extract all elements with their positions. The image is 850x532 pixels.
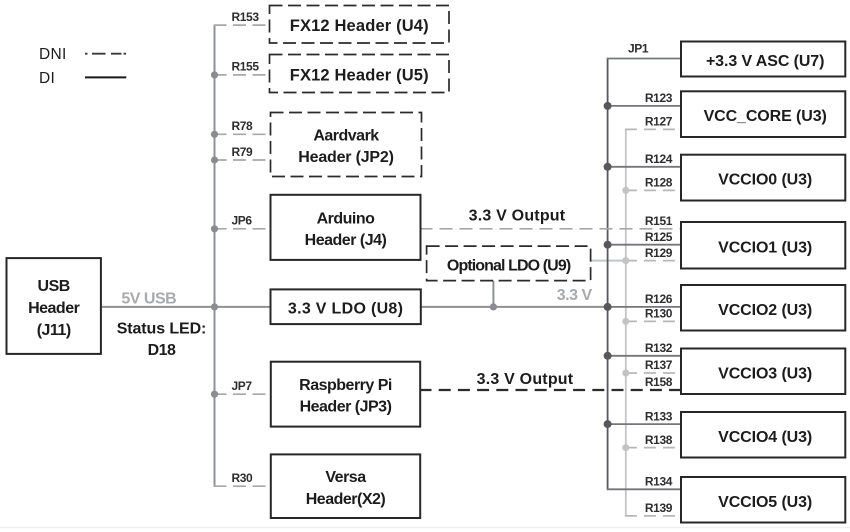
svg-text:VCCIO0 (U3): VCCIO0 (U3) <box>718 172 812 189</box>
svg-text:Header (JP2): Header (JP2) <box>298 149 393 166</box>
svg-text:DNI: DNI <box>39 46 67 63</box>
svg-text:Raspberry Pi: Raspberry Pi <box>299 377 392 394</box>
svg-text:3.3 V LDO (U8): 3.3 V LDO (U8) <box>288 301 403 318</box>
svg-text:R133: R133 <box>645 409 673 423</box>
svg-text:R127: R127 <box>645 115 673 129</box>
svg-text:R128: R128 <box>645 176 673 190</box>
svg-text:R138: R138 <box>645 433 673 447</box>
svg-text:D18: D18 <box>148 342 176 359</box>
svg-text:R124: R124 <box>645 152 673 166</box>
svg-text:R153: R153 <box>232 10 260 24</box>
svg-text:R137: R137 <box>645 358 673 372</box>
svg-text:JP6: JP6 <box>232 214 253 228</box>
svg-text:Optional LDO (U9): Optional LDO (U9) <box>447 257 571 274</box>
svg-text:R129: R129 <box>645 246 673 260</box>
svg-text:R134: R134 <box>645 475 673 489</box>
svg-text:R125: R125 <box>645 230 673 244</box>
svg-text:5V USB: 5V USB <box>121 291 176 308</box>
svg-text:JP7: JP7 <box>232 379 253 393</box>
svg-text:R30: R30 <box>232 471 254 485</box>
svg-text:Versa: Versa <box>325 469 366 486</box>
svg-text:VCC_CORE (U3): VCC_CORE (U3) <box>704 108 827 125</box>
svg-text:R123: R123 <box>645 91 673 105</box>
svg-text:Arduino: Arduino <box>317 210 376 227</box>
svg-text:R132: R132 <box>645 341 673 355</box>
svg-text:+3.3 V ASC (U7): +3.3 V ASC (U7) <box>706 53 824 70</box>
svg-text:Header: Header <box>28 300 80 317</box>
svg-text:Header (JP3): Header (JP3) <box>300 399 392 416</box>
svg-text:DI: DI <box>39 70 55 87</box>
svg-text:R126: R126 <box>645 292 673 306</box>
svg-text:Status LED:: Status LED: <box>117 321 207 338</box>
svg-text:R78: R78 <box>232 119 254 133</box>
svg-text:R79: R79 <box>232 145 254 159</box>
svg-text:JP1: JP1 <box>628 42 649 56</box>
svg-text:FX12 Header (U5): FX12 Header (U5) <box>290 67 429 85</box>
svg-text:VCCIO2 (U3): VCCIO2 (U3) <box>718 302 812 319</box>
svg-text:Aardvark: Aardvark <box>313 128 379 145</box>
svg-text:USB: USB <box>38 278 70 295</box>
svg-text:Header (J4): Header (J4) <box>305 232 387 249</box>
svg-text:R158: R158 <box>645 375 673 389</box>
svg-text:R151: R151 <box>645 214 673 228</box>
svg-text:VCCIO4 (U3): VCCIO4 (U3) <box>718 429 812 446</box>
svg-text:3.3 V Output: 3.3 V Output <box>469 208 566 225</box>
svg-text:R130: R130 <box>645 307 673 321</box>
svg-text:Header(X2): Header(X2) <box>306 491 386 508</box>
svg-text:FX12 Header (U4): FX12 Header (U4) <box>290 17 429 35</box>
svg-text:3.3 V: 3.3 V <box>557 287 593 304</box>
svg-text:R155: R155 <box>232 60 260 74</box>
svg-text:VCCIO1 (U3): VCCIO1 (U3) <box>718 239 812 256</box>
svg-text:R139: R139 <box>645 501 673 515</box>
svg-text:(J11): (J11) <box>37 322 71 339</box>
svg-text:VCCIO3 (U3): VCCIO3 (U3) <box>718 365 812 382</box>
svg-text:3.3 V Output: 3.3 V Output <box>477 371 574 388</box>
svg-text:VCCIO5 (U3): VCCIO5 (U3) <box>718 494 812 511</box>
